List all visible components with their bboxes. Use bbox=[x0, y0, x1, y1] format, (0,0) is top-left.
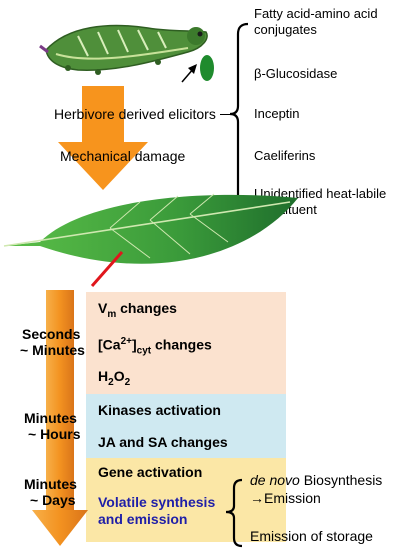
outcome-emission: →Emission bbox=[250, 490, 321, 506]
caterpillar-illustration bbox=[39, 24, 208, 75]
elicitor-faac: Fatty acid-amino acid conjugates bbox=[254, 6, 378, 37]
h2o2-h: H bbox=[98, 368, 109, 384]
response-volatile-1: Volatile synthesis bbox=[98, 494, 216, 510]
vm-sub: m bbox=[107, 308, 117, 320]
ca-close: ] bbox=[131, 336, 137, 353]
h2o2-sub2: 2 bbox=[124, 376, 131, 388]
time-minutes-hours-sub: ~ Hours bbox=[28, 426, 81, 442]
band-minutes-days bbox=[86, 458, 286, 542]
herbivore-elicitors-label: Herbivore derived elicitors bbox=[54, 106, 216, 122]
h2o2-sub1: 2 bbox=[108, 376, 114, 388]
elicitor-caeliferins: Caeliferins bbox=[254, 148, 316, 163]
outcome-curly-brace bbox=[225, 478, 243, 548]
time-minutes-days-sub: ~ Days bbox=[30, 492, 76, 508]
h2o2-o: O bbox=[113, 368, 125, 384]
ca-sup: 2+ bbox=[120, 336, 132, 347]
vm-rest: changes bbox=[116, 300, 177, 316]
elicitor-droplet-arrow bbox=[181, 55, 214, 83]
response-kinases: Kinases activation bbox=[98, 402, 221, 418]
time-minutes-days: Minutes bbox=[24, 476, 77, 492]
outcome-storage: Emission of storage bbox=[250, 528, 373, 544]
response-ja-sa: JA and SA changes bbox=[98, 434, 228, 450]
time-minutes-hours: Minutes bbox=[24, 410, 77, 426]
connector-line bbox=[220, 114, 232, 115]
ca-sub: cyt bbox=[136, 345, 152, 357]
denovo-rest: Biosynthesis bbox=[299, 472, 383, 488]
time-seconds: Seconds bbox=[22, 326, 81, 342]
outcome-denovo: de novo Biosynthesis bbox=[250, 472, 382, 488]
elicitor-inceptin: Inceptin bbox=[254, 106, 300, 121]
elicitor-glucosidase: β-Glucosidase bbox=[254, 66, 338, 81]
response-h2o2: H2O2 bbox=[98, 368, 130, 391]
response-calcium: [Ca2+]cyt changes bbox=[98, 334, 212, 359]
ca-open: [Ca bbox=[98, 336, 121, 353]
mechanical-damage-label: Mechanical damage bbox=[60, 148, 186, 164]
band-seconds-minutes bbox=[86, 292, 286, 394]
response-volatile-2: and emission bbox=[98, 511, 188, 527]
ca-rest: changes bbox=[151, 336, 212, 353]
vm-letter: V bbox=[98, 300, 108, 316]
orange-arrow-upper bbox=[58, 86, 148, 190]
time-seconds-sub: ~ Minutes bbox=[20, 342, 85, 358]
response-vm: Vm changes bbox=[98, 300, 177, 323]
response-gene: Gene activation bbox=[98, 464, 203, 480]
elicitor-curly-brace bbox=[229, 22, 249, 214]
timeline-arrow bbox=[32, 290, 88, 546]
denovo-italic: de novo bbox=[250, 472, 300, 488]
leaf-illustration bbox=[3, 193, 298, 287]
band-minutes-hours bbox=[86, 394, 286, 458]
